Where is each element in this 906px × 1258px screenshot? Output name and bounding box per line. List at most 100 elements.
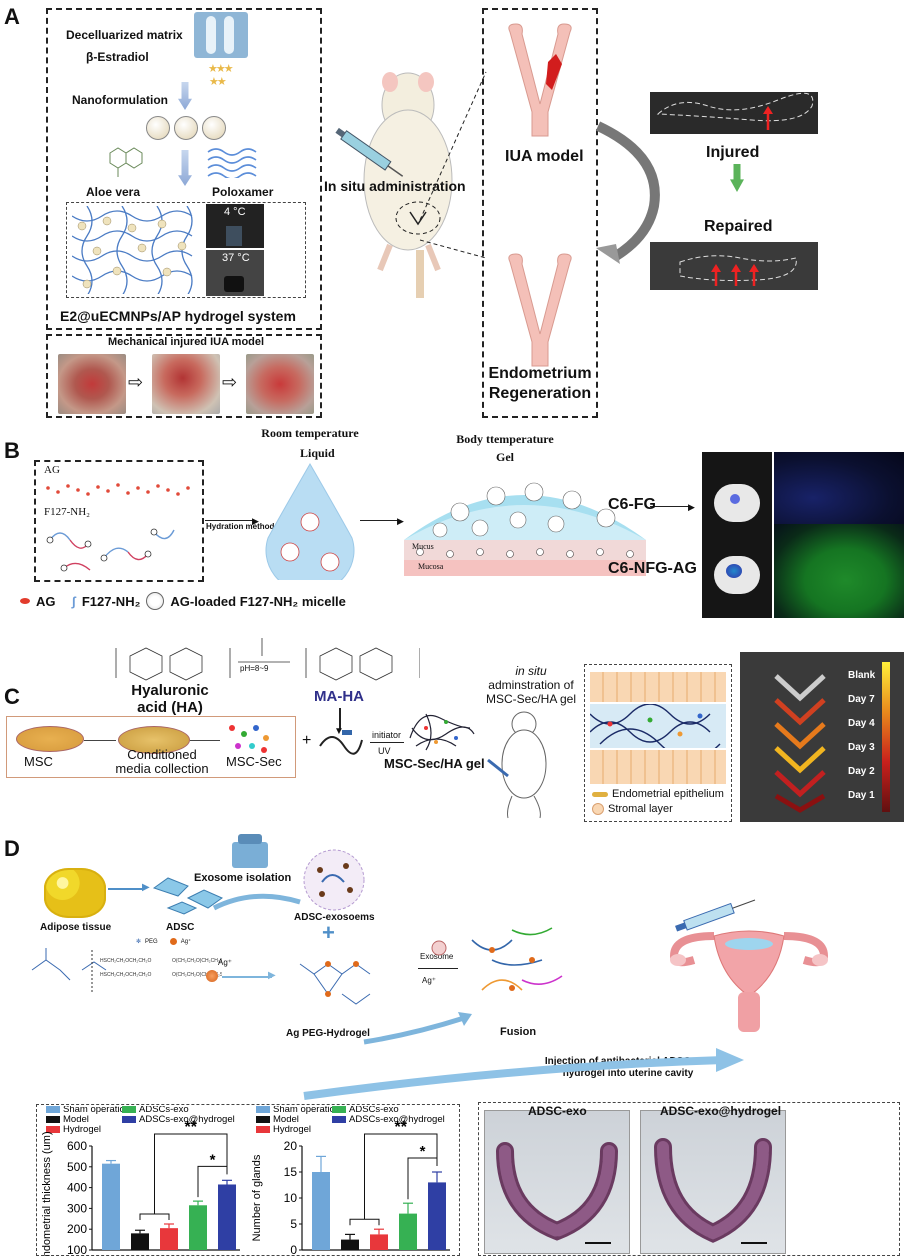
bar xyxy=(341,1239,359,1250)
endometrium-regen-label: Endometrium Regeneration xyxy=(486,364,594,404)
bracket-model-hydrogel xyxy=(139,1213,170,1220)
y-tick-label: 10 xyxy=(284,1191,298,1205)
legend-text: Hydrogel xyxy=(63,1124,101,1135)
ag-text: AG xyxy=(44,464,60,476)
exo-iso-label: Exosome isolation xyxy=(194,872,292,884)
hydrogel-system-box xyxy=(46,8,322,330)
legend-swatch xyxy=(332,1106,346,1113)
bar xyxy=(399,1213,417,1250)
msc-label: MSC xyxy=(24,754,53,769)
ha-label: Hyaluronic acid (HA) xyxy=(120,682,220,716)
peg-icon: ✻ xyxy=(136,939,142,945)
gel-layer-image xyxy=(589,703,726,760)
arrow-right-icon: ⇨ xyxy=(222,372,238,392)
bracket-low xyxy=(407,1157,438,1200)
legend-text: ADSCs-exo@hydrogel xyxy=(349,1114,445,1125)
bar xyxy=(428,1182,446,1250)
day-label-2: Day 4 xyxy=(848,718,875,729)
adsc-exo-hydrogel-photo xyxy=(640,1110,786,1254)
y-tick-label: 100 xyxy=(67,1243,87,1256)
photo2-label: ADSC-exo@hydrogel xyxy=(660,1104,782,1118)
arrow-line xyxy=(222,976,272,978)
adipose-label: Adipose tissue xyxy=(40,922,112,933)
y-tick-label: 0 xyxy=(290,1243,297,1256)
bar xyxy=(312,1172,330,1250)
mscsec-label: MSC-Sec xyxy=(226,754,282,769)
injured-ultrasound xyxy=(650,92,818,134)
bar xyxy=(189,1205,207,1250)
arrow-line xyxy=(190,740,220,741)
insitu-c-line3: MSC-Sec/HA gel xyxy=(485,692,577,706)
glands-chart: Sham operationModelHydrogelADSCs-exoADSC… xyxy=(251,1106,450,1256)
legend-text: Model xyxy=(273,1114,299,1125)
curved-arrow-blue xyxy=(212,893,301,911)
liquid-label: Liquid xyxy=(300,446,335,460)
day-label-4: Day 2 xyxy=(848,766,875,777)
mechanical-iua-box xyxy=(46,334,322,418)
endo-regen-line1: Endometrium xyxy=(488,365,592,382)
liquid-drop xyxy=(265,462,355,580)
y-axis-label: Number of glands xyxy=(251,1154,263,1241)
arrow-down-icon: ▼ xyxy=(334,726,344,737)
photo1-label: ADSC-exo xyxy=(528,1104,587,1118)
y-tick-label: 400 xyxy=(67,1181,87,1195)
stromal-label: Stromal layer xyxy=(608,803,673,815)
adsc-cells-icon xyxy=(152,877,224,915)
hydrogel-system-title: E2@uECMNPs/AP hydrogel system xyxy=(60,308,296,324)
panel-b-label: B xyxy=(4,438,20,463)
f127-text: F127-NH₂ xyxy=(44,506,91,518)
repaired-label: Repaired xyxy=(704,218,773,235)
injection-line2: hydrogel into uterine cavity xyxy=(562,1068,694,1079)
ag-plus-exo-label: Ag⁺ xyxy=(422,976,437,985)
mucosa-label: Mucosa xyxy=(418,562,444,571)
legend-swatch xyxy=(46,1116,60,1123)
iua-model-label: IUA model xyxy=(505,148,584,165)
ivis-days-image xyxy=(740,652,904,822)
svg-text:HSCH₂CH₂OCH₂CH₂O: HSCH₂CH₂OCH₂CH₂O xyxy=(100,958,151,964)
endometrium-box xyxy=(584,664,732,822)
msc-box xyxy=(6,716,296,778)
y-tick-label: 500 xyxy=(67,1160,87,1174)
charts-box xyxy=(36,1104,460,1256)
y-axis-label: Endometrial thickness (um) xyxy=(41,1131,53,1256)
legend-text: ADSCs-exo xyxy=(349,1106,399,1115)
bracket-top xyxy=(154,1133,228,1214)
surgery-photo-2 xyxy=(152,354,220,414)
y-tick-label: 5 xyxy=(290,1217,297,1231)
endo-regen-line2: Regeneration xyxy=(488,385,592,402)
aloe-molecule-icon xyxy=(109,147,143,177)
arrow-head-icon: ▶ xyxy=(142,882,150,893)
insitu-admin-label: In situ administration xyxy=(324,178,466,194)
sig-top-label: ** xyxy=(395,1119,408,1136)
cond-line1: Conditioned xyxy=(127,747,197,762)
svg-text:HSCH₂CH₂OCH₂CH₂O: HSCH₂CH₂OCH₂CH₂O xyxy=(100,972,151,978)
bar xyxy=(102,1163,120,1250)
bar xyxy=(218,1184,236,1250)
legend-swatch xyxy=(256,1126,270,1133)
day-label-1: Day 7 xyxy=(848,694,875,705)
y-tick-label: 15 xyxy=(284,1165,298,1179)
cond-line2: media collection xyxy=(115,761,209,776)
zoom-lines xyxy=(419,71,487,259)
c6nfgag-ivis-image xyxy=(702,524,772,618)
surgery-photo-3 xyxy=(246,354,314,414)
bracket-top xyxy=(364,1133,438,1220)
rat-c-illustration xyxy=(487,711,547,819)
rat-illustration xyxy=(335,72,453,298)
temp-37c-label: 37 °C xyxy=(222,252,250,264)
uterus-box xyxy=(482,8,598,418)
hydration-label: Hydration method xyxy=(206,522,275,531)
adsc-exo-label: ADSC-exosoems xyxy=(294,912,375,923)
bracket-model-hydrogel xyxy=(349,1218,380,1226)
ag-peg-hydrogel-icon xyxy=(299,961,371,1005)
hydrogel-network-image xyxy=(72,206,193,294)
legend-swatch xyxy=(46,1126,60,1133)
sig-low-label: * xyxy=(210,1151,216,1168)
arrow-head-icon: ▶ xyxy=(268,970,276,981)
centrifuge-icon xyxy=(232,834,268,868)
poloxamer-label: Poloxamer xyxy=(212,185,274,199)
legend-swatch xyxy=(122,1106,136,1113)
legend-text: ADSCs-exo xyxy=(139,1106,189,1115)
ag-f127-box xyxy=(34,460,204,582)
gel-label: MSC-Sec/HA gel xyxy=(384,756,485,771)
